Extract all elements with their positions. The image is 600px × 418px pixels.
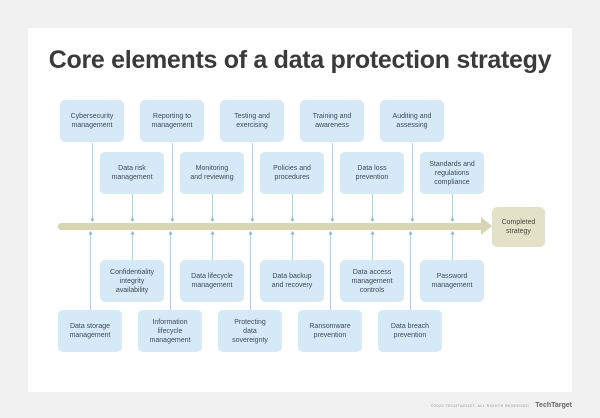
connector-line <box>292 231 293 260</box>
top-row-box: Auditing and assessing <box>380 100 444 142</box>
connector-dot <box>89 232 92 235</box>
connector-dot <box>211 218 214 221</box>
connector-dot <box>91 218 94 221</box>
page-title: Core elements of a data protection strat… <box>48 46 552 74</box>
connector-line <box>412 143 413 222</box>
top-row-box: Training and awareness <box>300 100 364 142</box>
connector-line <box>330 231 331 310</box>
upper-mid-row-box: Policies and procedures <box>260 152 324 194</box>
connector-line <box>250 231 251 310</box>
connector-line <box>132 194 133 222</box>
connector-line <box>252 143 253 222</box>
copyright-text: ©2022 TECHTARGET. ALL RIGHTS RESERVED <box>430 402 530 408</box>
connector-dot <box>371 218 374 221</box>
connector-dot <box>451 232 454 235</box>
top-row-box: Cybersecurity management <box>60 100 124 142</box>
connector-dot <box>131 218 134 221</box>
upper-mid-row-box: Data risk management <box>100 152 164 194</box>
connector-dot <box>329 232 332 235</box>
connector-line <box>212 231 213 260</box>
connector-dot <box>169 232 172 235</box>
bottom-row-box: Protecting data sovereignty <box>218 310 282 352</box>
connector-line <box>132 231 133 260</box>
lower-mid-row-box: Password management <box>420 260 484 302</box>
connector-dot <box>409 232 412 235</box>
connector-line <box>332 143 333 222</box>
bottom-row-box: Data breach prevention <box>378 310 442 352</box>
upper-mid-row-box: Monitoring and reviewing <box>180 152 244 194</box>
completed-strategy-box: Completed strategy <box>492 207 545 247</box>
connector-line <box>372 194 373 222</box>
top-row-box: Testing and exercising <box>220 100 284 142</box>
connector-line <box>92 143 93 222</box>
techtarget-logo: TechTarget <box>535 401 572 409</box>
top-row-box: Reporting to management <box>140 100 204 142</box>
bottom-row-box: Ransomware prevention <box>298 310 362 352</box>
upper-mid-row-box: Data loss prevention <box>340 152 404 194</box>
upper-mid-row-box: Standards and regulations compliance <box>420 152 484 194</box>
connector-dot <box>331 218 334 221</box>
connector-dot <box>371 232 374 235</box>
connector-line <box>452 231 453 260</box>
lower-mid-row-box: Data lifecycle management <box>180 260 244 302</box>
connector-dot <box>291 232 294 235</box>
lower-mid-row-box: Data access management controls <box>340 260 404 302</box>
connector-line <box>292 194 293 222</box>
bottom-row-box: Data storage management <box>58 310 122 352</box>
connector-dot <box>211 232 214 235</box>
connector-dot <box>249 232 252 235</box>
bottom-row-box: Information lifecycle management <box>138 310 202 352</box>
connector-dot <box>291 218 294 221</box>
connector-line <box>170 231 171 310</box>
connector-line <box>90 231 91 310</box>
connector-line <box>172 143 173 222</box>
connector-dot <box>171 218 174 221</box>
footer: ©2022 TECHTARGET. ALL RIGHTS RESERVED Te… <box>431 398 572 412</box>
connector-dot <box>131 232 134 235</box>
connector-dot <box>251 218 254 221</box>
connector-dot <box>411 218 414 221</box>
lower-mid-row-box: Confidentiality integrity availability <box>100 260 164 302</box>
connector-line <box>452 194 453 222</box>
connector-line <box>372 231 373 260</box>
connector-dot <box>451 218 454 221</box>
timeline-arrow-head <box>481 217 492 235</box>
timeline-arrow-shaft <box>58 223 483 230</box>
connector-line <box>212 194 213 222</box>
lower-mid-row-box: Data backup and recovery <box>260 260 324 302</box>
connector-line <box>410 231 411 310</box>
